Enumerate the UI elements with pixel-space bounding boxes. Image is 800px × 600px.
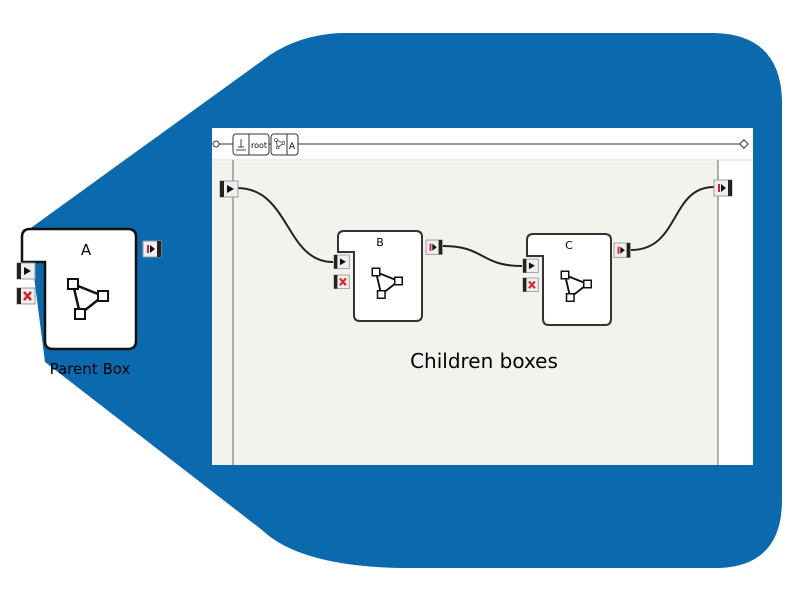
child-box-c[interactable]: C (521, 233, 631, 326)
stop-input-port[interactable] (521, 276, 540, 293)
editor-panel: root A B C (212, 128, 753, 465)
output-port[interactable] (613, 242, 631, 258)
stop-input-port[interactable] (332, 273, 351, 290)
connection[interactable] (236, 187, 334, 263)
output-port[interactable] (142, 240, 162, 258)
svg-text:A: A (289, 142, 296, 152)
child-box-b[interactable]: B (332, 230, 443, 322)
play-input-port[interactable] (16, 262, 36, 280)
parent-box-title: A (81, 241, 92, 259)
child-box-title: B (376, 236, 384, 249)
child-box-title: C (565, 239, 573, 252)
stop-input-port[interactable] (15, 286, 37, 306)
breadcrumb-root[interactable]: root (232, 133, 270, 156)
annotation-children-boxes: Children boxes (410, 349, 558, 373)
canvas[interactable] (212, 161, 753, 465)
home-icon (236, 139, 246, 151)
parent-box-caption: Parent Box (50, 360, 131, 378)
connection[interactable] (630, 186, 715, 251)
play-input-port[interactable] (522, 258, 539, 274)
svg-text:root: root (251, 141, 267, 150)
breadcrumb-current[interactable]: A (270, 133, 299, 156)
parent-box[interactable]: A (15, 227, 162, 351)
output-port[interactable] (425, 239, 443, 255)
connection[interactable] (442, 245, 523, 267)
breadcrumb: root A (212, 133, 749, 156)
play-input-port[interactable] (333, 254, 350, 270)
canvas-output-port[interactable] (713, 179, 733, 197)
canvas-input-port[interactable] (219, 180, 239, 198)
